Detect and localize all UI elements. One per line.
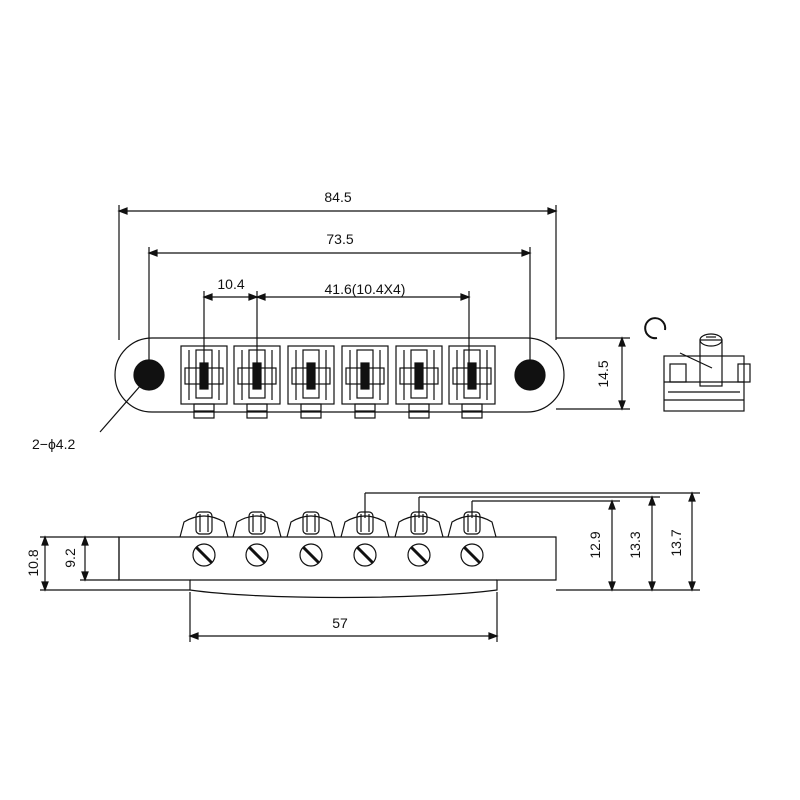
dim-post-spacing-label: 73.5 bbox=[326, 231, 353, 247]
dim-height-top-label: 14.5 bbox=[595, 360, 611, 387]
dim-total-spacing-label: 41.6(10.4X4) bbox=[325, 281, 406, 297]
dim-height-1-label: 12.9 bbox=[587, 531, 603, 558]
dimension-string-spacing: 10.4 41.6(10.4X4) bbox=[202, 276, 471, 380]
side-view: 12.9 13.3 13.7 10.8 9.2 bbox=[25, 491, 700, 642]
saddle-side-5 bbox=[394, 511, 444, 567]
dim-height-3-label: 13.7 bbox=[668, 529, 684, 556]
side-saddles bbox=[179, 511, 497, 567]
saddle-slots bbox=[180, 345, 496, 419]
saddle-side-4 bbox=[340, 511, 390, 567]
dim-height-2-label: 13.3 bbox=[627, 531, 643, 558]
saddle-top-6 bbox=[448, 345, 496, 419]
dimension-height-top: 14.5 bbox=[556, 336, 630, 411]
dim-base-length-label: 57 bbox=[332, 615, 348, 631]
hole-leader: 2−ϕ4.2 bbox=[32, 384, 142, 452]
top-view: 84.5 73.5 10.4 41.6(10.4X4) 14.5 bbox=[32, 189, 630, 452]
dimension-height-12-9: 12.9 bbox=[556, 499, 700, 592]
dim-left-outer-label: 10.8 bbox=[25, 549, 41, 576]
dim-left-inner-label: 9.2 bbox=[62, 548, 78, 568]
end-view bbox=[644, 317, 751, 412]
dimension-left-outer: 10.8 bbox=[25, 535, 119, 592]
dim-string-spacing-label: 10.4 bbox=[217, 276, 244, 292]
dimension-base-length: 57 bbox=[188, 592, 499, 642]
end-saddle bbox=[699, 339, 723, 387]
saddle-side-6 bbox=[447, 511, 497, 567]
dimension-post-spacing: 73.5 bbox=[147, 231, 532, 360]
bridge-body-outline bbox=[114, 337, 565, 413]
hole-callout-label: 2−ϕ4.2 bbox=[32, 436, 75, 452]
saddle-side-3 bbox=[286, 511, 336, 567]
dimension-left-inner: 9.2 bbox=[62, 535, 89, 582]
saddle-top-4 bbox=[341, 345, 389, 419]
dimension-overall-length: 84.5 bbox=[117, 189, 558, 340]
side-body-outline bbox=[118, 536, 557, 599]
dimension-height-13-3: 13.3 bbox=[627, 495, 656, 592]
saddle-top-3 bbox=[287, 345, 335, 419]
end-body bbox=[663, 355, 745, 412]
saddle-side-2 bbox=[232, 511, 282, 567]
saddle-top-5 bbox=[395, 345, 443, 419]
saddle-side-1 bbox=[179, 511, 229, 567]
mount-hole-right bbox=[514, 359, 546, 391]
dim-overall-length-label: 84.5 bbox=[324, 189, 351, 205]
retainer-clip bbox=[644, 317, 667, 340]
mount-hole-left bbox=[133, 359, 165, 391]
dimension-height-13-7: 13.7 bbox=[668, 491, 696, 592]
